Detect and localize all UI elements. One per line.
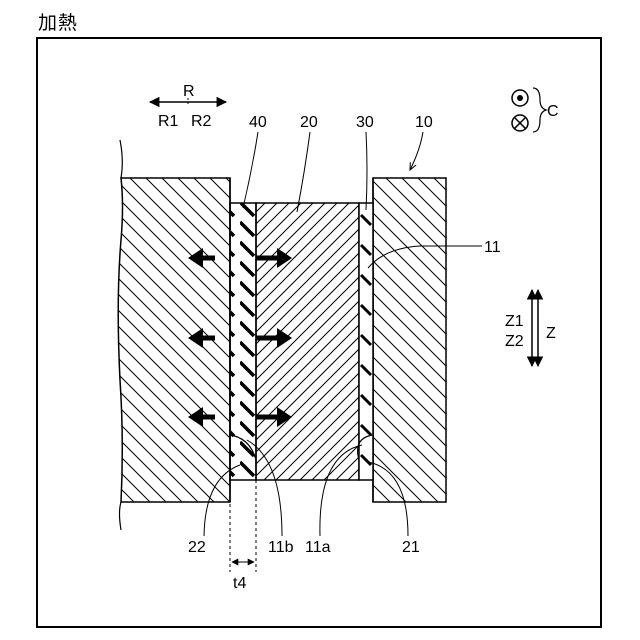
ref-hole-edge-left: 11b [268, 539, 294, 556]
inner-member [256, 203, 359, 480]
ref-outer-member: 10 [415, 114, 433, 131]
label-radial-inner: R1 [158, 113, 179, 130]
ref-corner-right: 21 [402, 539, 420, 556]
ref-inner-member: 20 [300, 114, 318, 131]
leader-outer-member [410, 132, 423, 170]
label-axial-down: Z2 [505, 333, 524, 350]
leader-layer-left [243, 132, 258, 208]
label-axial-up: Z1 [505, 313, 524, 330]
thickness-dimension [230, 480, 256, 572]
ref-hole-edge-right: 11a [305, 539, 331, 556]
label-axial: Z [546, 325, 556, 342]
ref-layer-right: 30 [356, 114, 374, 131]
label-circumferential: C [547, 103, 559, 120]
ref-hole: 11 [484, 239, 501, 256]
break-line-bottom [120, 502, 122, 530]
axial-direction-indicator [532, 290, 538, 366]
resin-layer-left [230, 203, 256, 480]
leader-layer-right [366, 132, 367, 210]
label-radial: R [183, 83, 195, 100]
circumferential-direction-indicator [512, 88, 546, 132]
outer-member-right [373, 178, 446, 502]
label-radial-outer: R2 [191, 113, 212, 130]
break-line-top [120, 140, 122, 178]
label-thickness: t4 [233, 575, 246, 592]
ref-layer-left: 40 [249, 114, 267, 131]
ref-corner-left: 22 [188, 539, 206, 556]
leader-inner-member [297, 132, 310, 212]
